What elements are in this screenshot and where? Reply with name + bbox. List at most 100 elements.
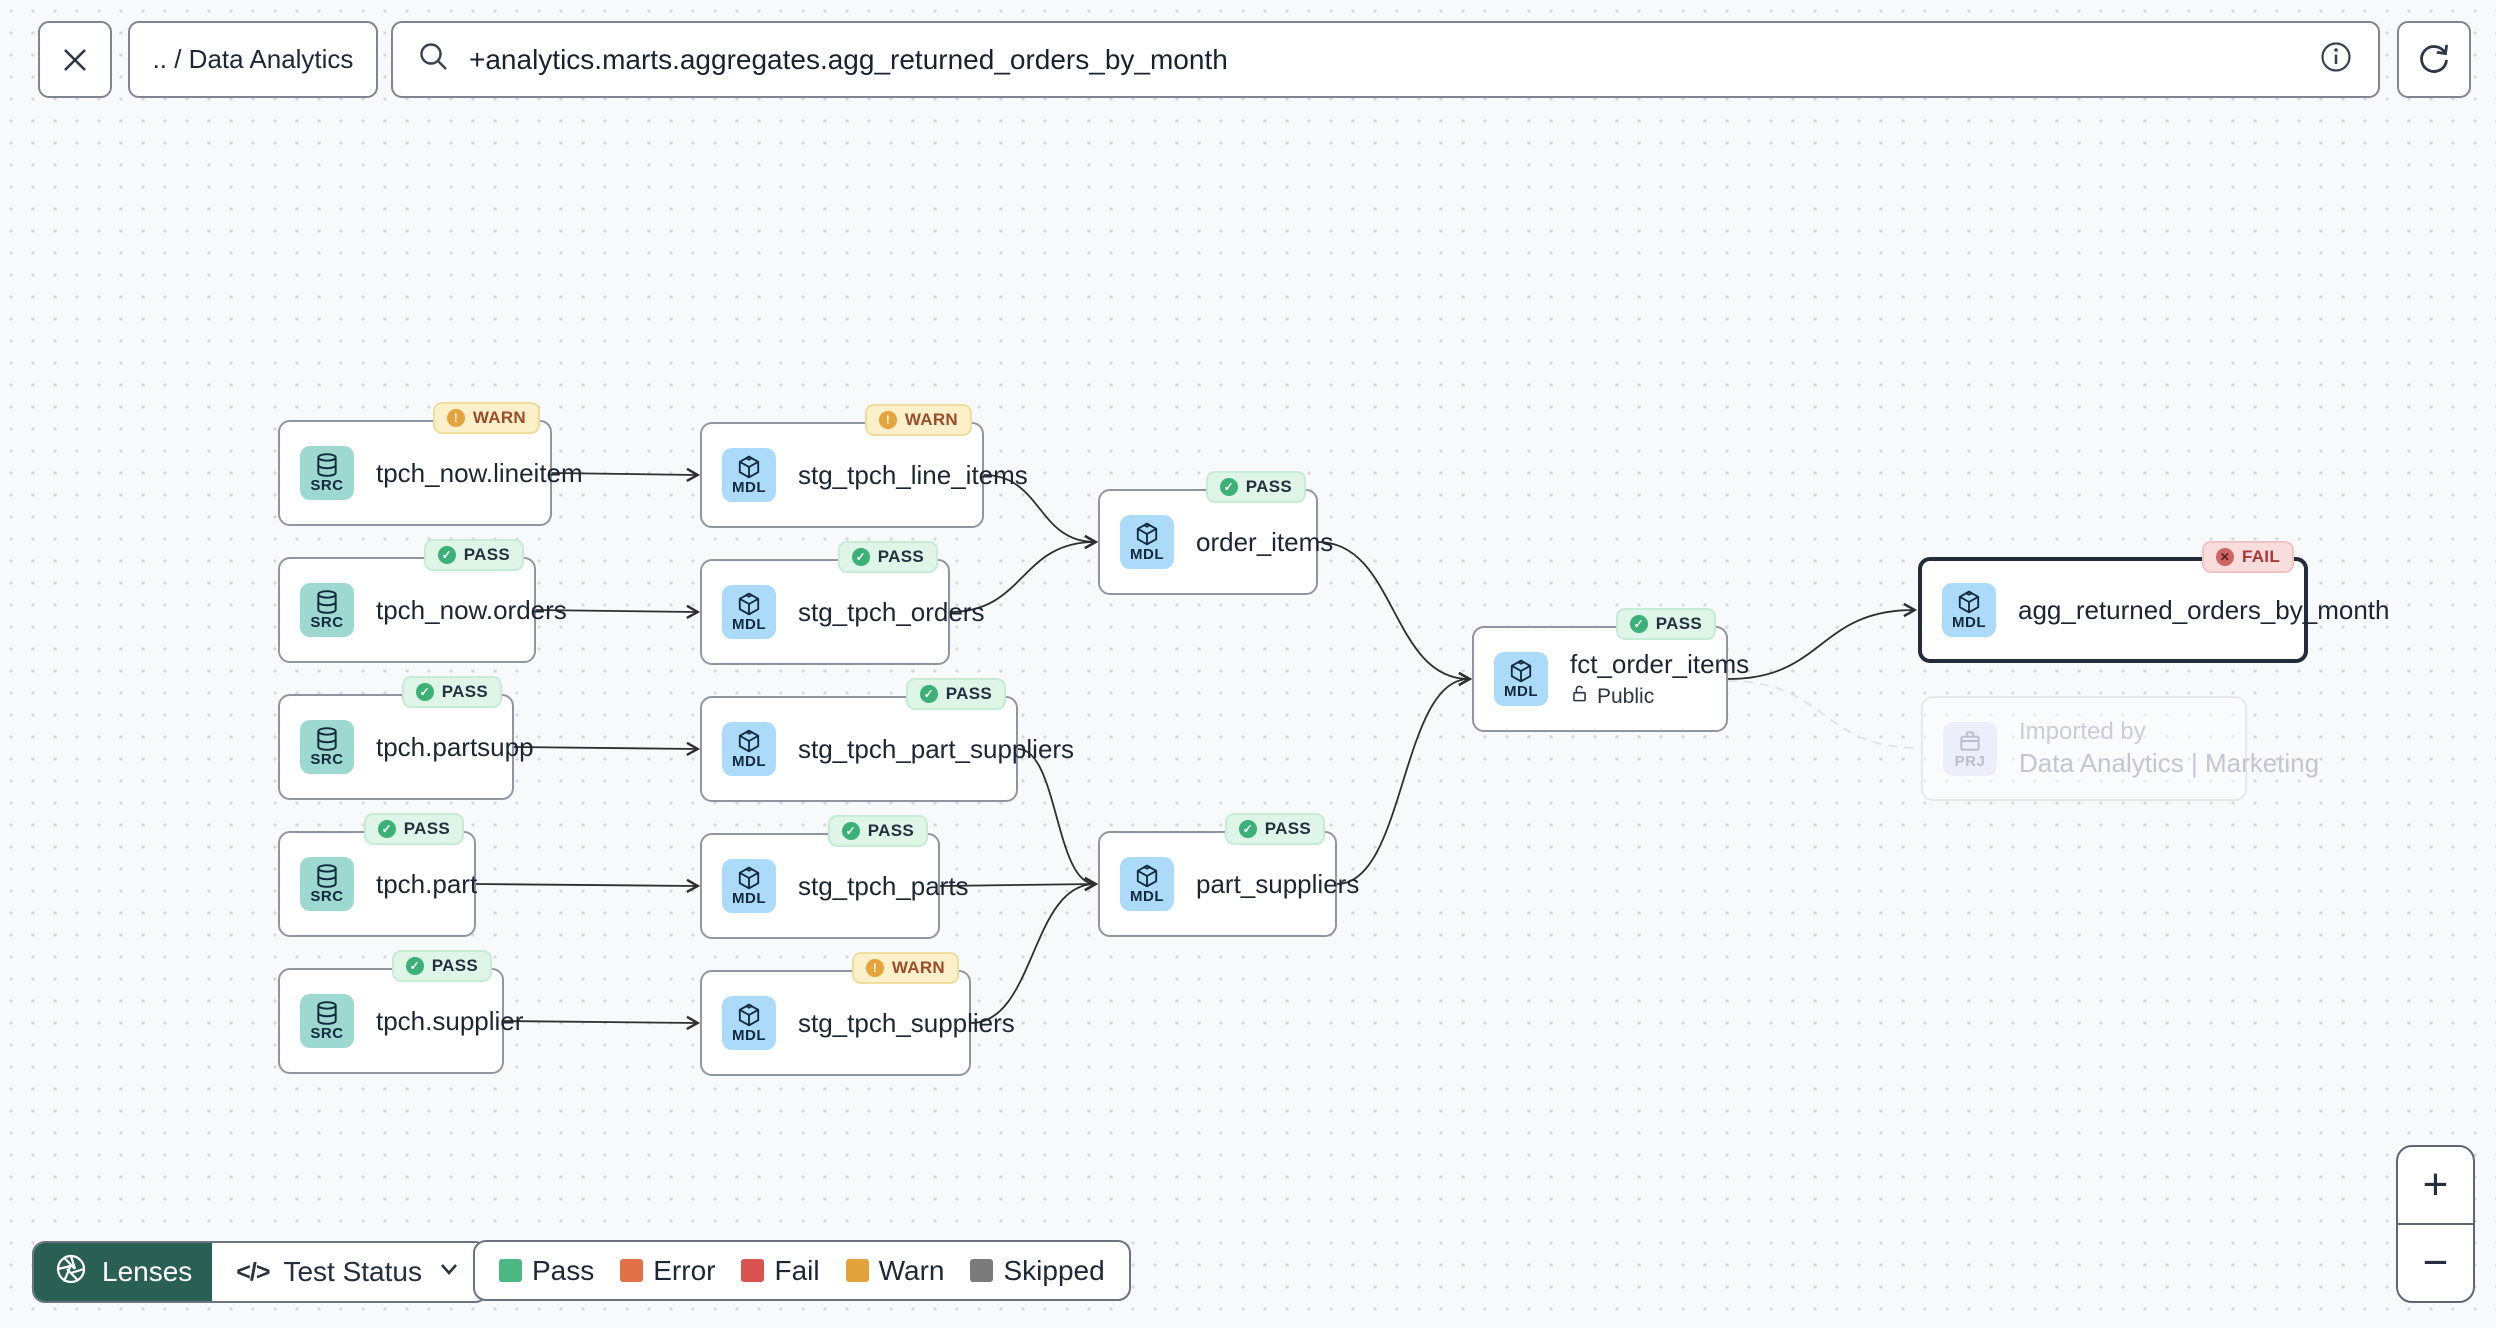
status-label: PASS (867, 821, 914, 840)
node-access-label: Public (1597, 684, 1655, 708)
cube-icon (1134, 521, 1160, 547)
status-label: PASS (431, 956, 478, 975)
node-type-chip: MDL (722, 448, 776, 502)
database-icon (314, 863, 340, 889)
node-text: tpch_now.orders (376, 595, 591, 626)
node-label: tpch_now.lineitem (376, 457, 583, 488)
status-badge-pass: ✓ PASS (1205, 471, 1306, 503)
status-dot-icon: ! (446, 409, 465, 427)
node-text: stg_tpch_suppliers (798, 1008, 1039, 1039)
legend-item-pass: Pass (499, 1255, 594, 1287)
lens-selector[interactable]: </> Test Status (212, 1243, 486, 1301)
search-input[interactable] (469, 43, 2300, 76)
node-type-label: SRC (310, 751, 344, 769)
lock-open-icon (1570, 684, 1589, 709)
legend-swatch (845, 1259, 869, 1282)
legend-swatch (970, 1259, 994, 1282)
node-text: tpch_now.lineitem (376, 458, 607, 489)
zoom-controls: + − (2396, 1145, 2475, 1303)
edge-order_items-to-fct_order_items (1317, 541, 1473, 687)
legend-label: Pass (532, 1254, 595, 1286)
node-type-chip: MDL (1494, 652, 1548, 706)
status-dot-icon: ✓ (377, 820, 396, 838)
node-text: part_suppliers (1196, 869, 1383, 900)
lens-selected-label: Test Status (283, 1256, 422, 1287)
zoom-out-button[interactable]: − (2398, 1225, 2473, 1301)
ghost-project-name: Data Analytics | Marketing (2019, 748, 2320, 778)
status-dot-icon: ✓ (1238, 820, 1257, 838)
status-badge-pass: ✓ PASS (1224, 813, 1325, 845)
node-type-chip: MDL (722, 722, 776, 776)
node-type-chip: MDL (722, 859, 776, 913)
status-dot-icon: ✓ (919, 685, 938, 703)
legend-swatch (499, 1259, 522, 1282)
cube-icon (736, 865, 762, 891)
node-label: stg_tpch_orders (798, 596, 985, 627)
zoom-in-button[interactable]: + (2398, 1147, 2473, 1225)
legend-item-fail: Fail (741, 1255, 820, 1287)
node-type-label: MDL (732, 479, 766, 497)
close-button[interactable] (38, 21, 112, 98)
legend-label: Warn (878, 1254, 945, 1286)
node-type-chip: SRC (300, 720, 354, 774)
node-type-label: MDL (1130, 546, 1164, 564)
database-icon (314, 1000, 340, 1026)
chevron-down-icon (436, 1256, 462, 1289)
edge-tpch_part-to-stg_tpch_parts (475, 878, 701, 894)
node-stg_tpch_orders[interactable]: MDL stg_tpch_orders ✓ PASS (700, 541, 984, 665)
node-type-chip: MDL (722, 585, 776, 639)
cube-icon (1956, 589, 1982, 615)
node-label: stg_tpch_suppliers (798, 1007, 1015, 1038)
status-badge-pass: ✓ PASS (837, 541, 938, 573)
cube-icon (1508, 658, 1534, 684)
lenses-button[interactable]: Lenses (34, 1243, 213, 1301)
legend-swatch (620, 1259, 644, 1282)
node-text: fct_order_items Public (1570, 649, 1773, 709)
refresh-button[interactable] (2397, 21, 2471, 98)
status-label: PASS (945, 684, 992, 703)
cube-icon (736, 1002, 762, 1028)
legend-item-warn: Warn (845, 1254, 945, 1287)
node-access-row: Public (1570, 684, 1749, 709)
edge-stg_tpch_suppliers-to-part_suppliers (970, 876, 1099, 1024)
node-label: agg_returned_orders_by_month (2018, 594, 2390, 625)
status-badge-pass: ✓ PASS (1615, 608, 1716, 640)
legend-label: Error (653, 1254, 716, 1286)
status-dot-icon: ✓ (415, 683, 434, 701)
status-dot-icon: ! (865, 959, 884, 977)
node-text: tpch.supplier (376, 1006, 547, 1037)
node-text: stg_tpch_parts (798, 871, 993, 902)
status-badge-warn: ! WARN (432, 402, 540, 434)
breadcrumb[interactable]: .. / Data Analytics (128, 21, 378, 98)
node-stg_tpch_part_suppliers[interactable]: MDL stg_tpch_part_suppliers ✓ PASS (700, 678, 1074, 802)
node-type-chip: PRJ (1943, 721, 1997, 776)
node-text: Imported by Data Analytics | Marketing (2019, 718, 2343, 779)
test-status-legend: Pass Error Fail Warn Skipped (473, 1240, 1131, 1301)
status-dot-icon: ✓ (841, 822, 860, 840)
status-badge-pass: ✓ PASS (827, 815, 928, 847)
cube-icon (736, 728, 762, 754)
status-label: PASS (1245, 477, 1292, 496)
edge-stg_tpch_part_suppliers-to-part_suppliers (1017, 748, 1099, 892)
node-label: stg_tpch_part_suppliers (798, 733, 1075, 764)
status-badge-pass: ✓ PASS (391, 950, 492, 982)
close-icon (58, 43, 92, 77)
info-icon[interactable] (2318, 39, 2354, 80)
project-icon (1957, 728, 1983, 754)
node-type-label: MDL (732, 1027, 766, 1045)
lenses-label: Lenses (102, 1256, 193, 1287)
